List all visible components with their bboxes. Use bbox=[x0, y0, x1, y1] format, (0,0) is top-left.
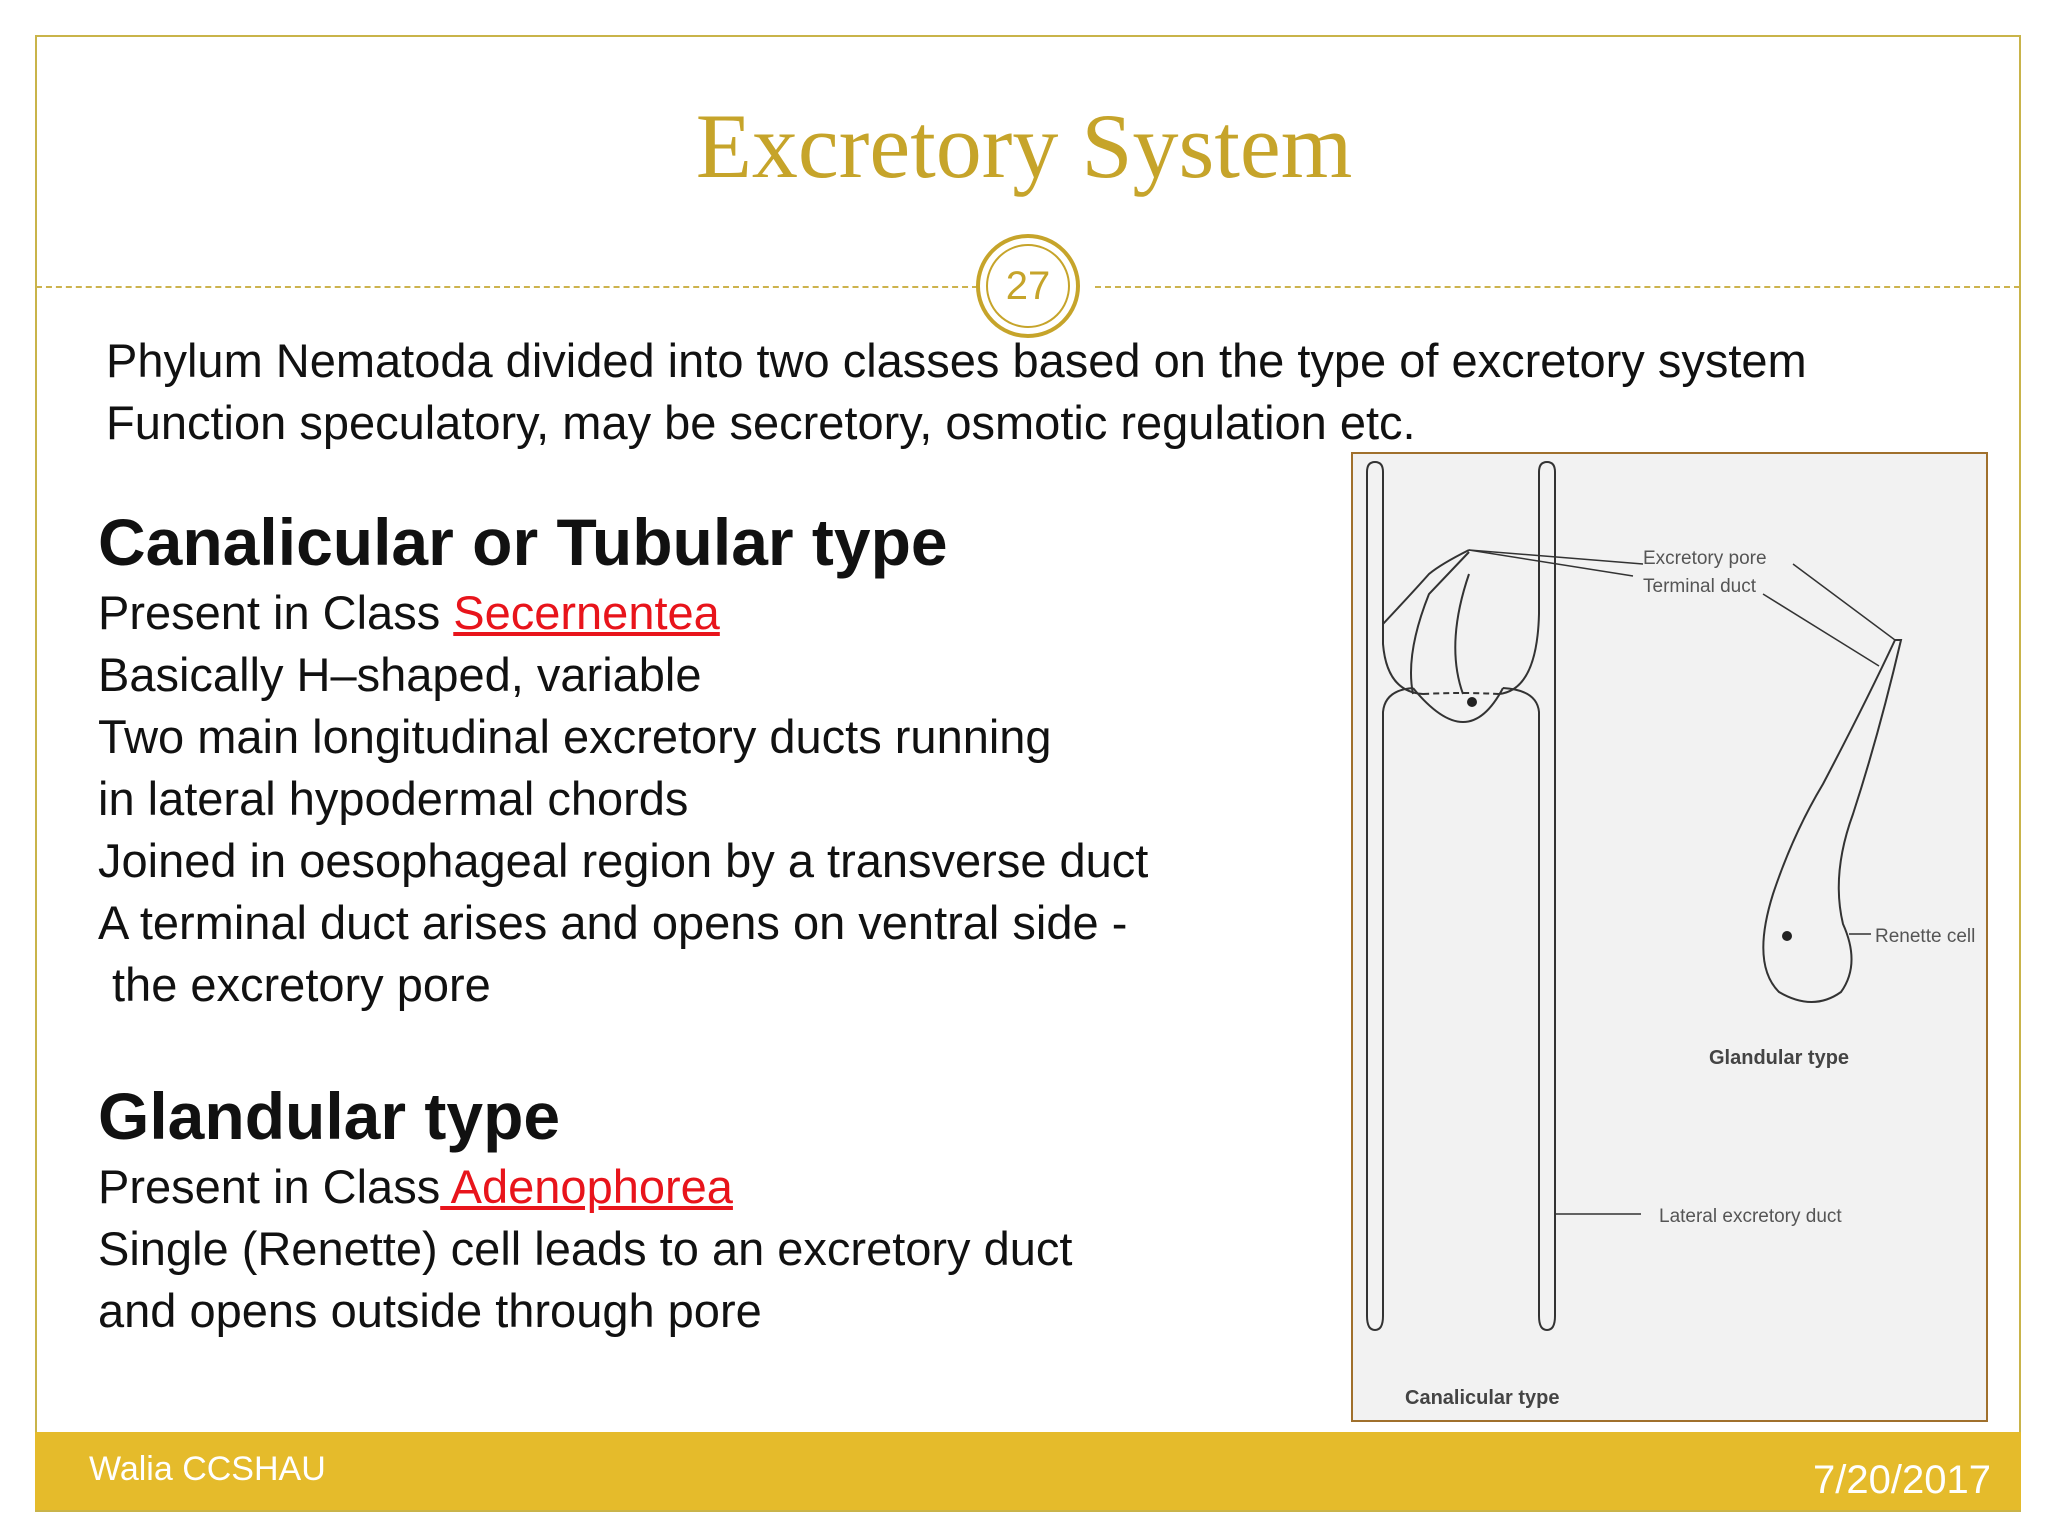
slide-frame bbox=[35, 35, 2021, 1512]
intro-text: Phylum Nematoda divided into two classes… bbox=[106, 330, 1807, 454]
canalicular-line: A terminal duct arises and opens on vent… bbox=[98, 896, 1128, 949]
excretory-diagram-drawing: Excretory pore Terminal duct Renette cel… bbox=[1366, 460, 1975, 1409]
glandular-section: Glandular type Present in Class Adenopho… bbox=[98, 1076, 1072, 1342]
caption-glandular-type: Glandular type bbox=[1709, 1047, 1849, 1069]
label-excretory-pore: Excretory pore bbox=[1643, 548, 1767, 569]
footer-date: 7/20/2017 bbox=[1813, 1458, 1991, 1502]
page-number: 27 bbox=[986, 244, 1070, 328]
canalicular-line: in lateral hypodermal chords bbox=[98, 772, 689, 825]
canalicular-line: Two main longitudinal excretory ducts ru… bbox=[98, 710, 1052, 763]
intro-line-2: Function speculatory, may be secretory, … bbox=[106, 396, 1416, 449]
canalicular-class-line: Present in Class Secernentea bbox=[98, 582, 1148, 644]
glandular-line: and opens outside through pore bbox=[98, 1284, 762, 1337]
page-number-badge: 27 bbox=[976, 234, 1080, 338]
canalicular-line: Basically H–shaped, variable bbox=[98, 648, 702, 701]
glandular-class-prefix: Present in Class bbox=[98, 1160, 441, 1213]
glandular-class-line: Present in Class Adenophorea bbox=[98, 1156, 1072, 1218]
canalicular-line: Joined in oesophageal region by a transv… bbox=[98, 834, 1149, 887]
title-divider-left bbox=[36, 286, 978, 288]
canalicular-class-prefix: Present in Class bbox=[98, 586, 454, 639]
caption-canalicular-type: Canalicular type bbox=[1405, 1387, 1560, 1409]
canalicular-section: Canalicular or Tubular type Present in C… bbox=[98, 502, 1148, 1016]
glandular-line: Single (Renette) cell leads to an excret… bbox=[98, 1222, 1073, 1275]
label-terminal-duct: Terminal duct bbox=[1643, 576, 1757, 597]
label-lateral-excretory-duct: Lateral excretory duct bbox=[1659, 1206, 1842, 1227]
canalicular-line: the excretory pore bbox=[112, 958, 491, 1011]
glandular-heading: Glandular type bbox=[98, 1079, 561, 1153]
canalicular-heading: Canalicular or Tubular type bbox=[98, 505, 948, 579]
excretory-diagram: Excretory pore Terminal duct Renette cel… bbox=[1351, 452, 1988, 1422]
footer-author: Walia CCSHAU bbox=[89, 1450, 326, 1488]
footer-bar: Walia CCSHAU 7/20/2017 bbox=[35, 1432, 2021, 1510]
label-renette-cell: Renette cell bbox=[1875, 926, 1975, 947]
intro-line-1: Phylum Nematoda divided into two classes… bbox=[106, 334, 1807, 387]
slide-title: Excretory System bbox=[695, 95, 1353, 197]
title-divider-right bbox=[1095, 286, 2020, 288]
adenophorea-link[interactable]: Adenophorea bbox=[440, 1160, 733, 1213]
secernentea-link[interactable]: Secernentea bbox=[453, 586, 720, 639]
